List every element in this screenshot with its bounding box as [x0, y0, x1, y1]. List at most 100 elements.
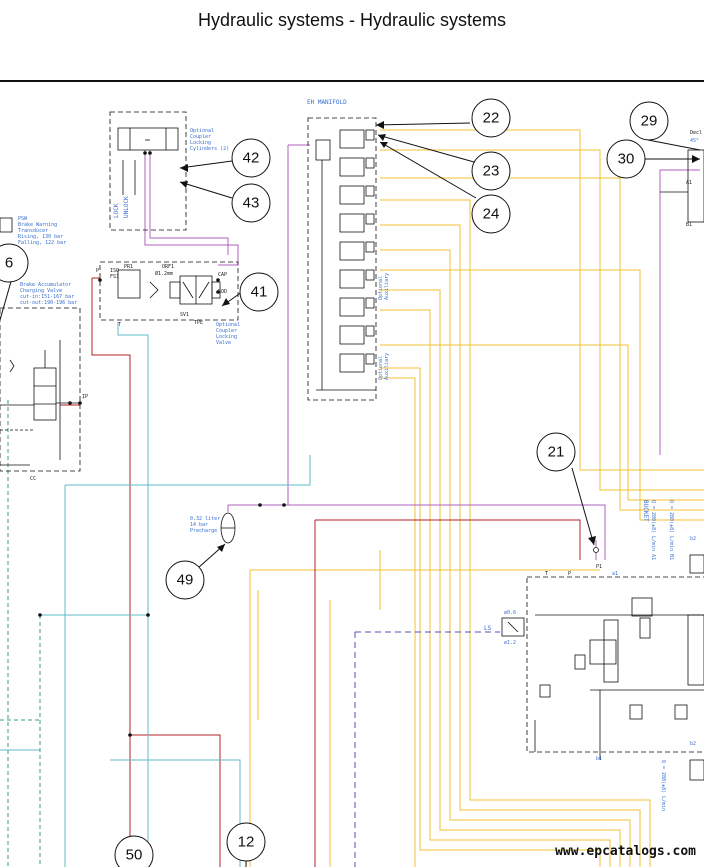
- flow-label-1: Q = 280(±8) L/min A1: [650, 500, 656, 560]
- components: [0, 111, 704, 781]
- valve-label-3: Locking: [216, 334, 237, 340]
- valve-label-2: Coupler: [216, 328, 237, 334]
- accum-label-4: cut-out:190-196 bar: [20, 300, 77, 306]
- callout-42: [231, 138, 271, 178]
- callout-21: [536, 432, 576, 472]
- title-rule: [0, 80, 704, 82]
- aux-label-1a: Optional: [378, 276, 384, 300]
- callouts: [0, 98, 701, 867]
- red-lines: [60, 277, 581, 867]
- aux-label-2a: Auxiliary: [384, 273, 390, 300]
- callout-43: [231, 183, 271, 223]
- blue-dashed-lines: [354, 631, 500, 867]
- accum-label-3: cut-in:151-167 bar: [20, 294, 74, 300]
- sv1-label: SV1: [180, 312, 189, 318]
- watermark: www.epcatalogs.com: [555, 844, 696, 859]
- valve-label-4: Valve: [216, 340, 231, 346]
- manifold-sections: [339, 129, 375, 373]
- b1-port-label: B1: [686, 222, 692, 228]
- callout-43-number: 43: [243, 195, 260, 212]
- pr1-label: PR1: [124, 264, 133, 270]
- accum-ip-label: IP: [82, 394, 88, 400]
- callout-23-number: 23: [483, 163, 500, 180]
- bucket-label: BUCKET: [642, 500, 649, 522]
- acc49-label-2: 14 bar: [190, 522, 208, 528]
- green-dashed-lines: [0, 400, 41, 867]
- lock-label: LOCK: [113, 203, 120, 218]
- valve-label-1: Optional: [216, 322, 240, 328]
- callout-49-number: 49: [177, 572, 194, 589]
- callout-50: [114, 835, 154, 867]
- coupler-cyl-label-4: Cylinders (2): [190, 146, 229, 152]
- brake-label-1: PSW: [18, 216, 28, 222]
- accum-label-2: Charging Valve: [20, 288, 62, 294]
- ls-label: LS: [484, 625, 492, 632]
- callout-22: [471, 98, 511, 138]
- p1-port-label: P1: [596, 564, 602, 570]
- rod-label: ROD: [218, 289, 227, 295]
- coupler-cyl-label-2: Coupler: [190, 134, 211, 140]
- brake-label-3: Transducer: [18, 228, 48, 234]
- iso-label: ISO: [110, 268, 119, 274]
- callout-42-number: 42: [243, 150, 260, 167]
- accum-label-1: Brake Accumulator: [20, 282, 71, 288]
- fs1-label: FS1: [110, 274, 119, 280]
- callout-49: [165, 560, 205, 600]
- callout-30-number: 30: [618, 151, 635, 168]
- p-port-label: P: [568, 571, 571, 577]
- purple-lines: [144, 144, 700, 560]
- flow-label-2: Q = 280(±8) L/min B1: [668, 500, 674, 560]
- flow-label-3: Q = 280(±8) L/min: [660, 760, 666, 811]
- callout-29-number: 29: [641, 113, 658, 130]
- callout-23: [471, 151, 511, 191]
- callout-6-number: 6: [5, 255, 13, 272]
- aux-label-2b: Auxiliary: [384, 353, 390, 380]
- orifice-06-label: ø0.6: [504, 610, 516, 616]
- cyan-lines: [0, 322, 311, 867]
- t-port-label: T: [545, 571, 548, 577]
- aux-label-1b: Optional: [378, 356, 384, 380]
- callout-22-number: 22: [483, 110, 500, 127]
- valve-p-label: P: [96, 268, 99, 274]
- brake-label-2: Brake Warning: [18, 222, 57, 228]
- orf-dia-label: Ø1.2mm: [155, 270, 173, 277]
- callout-24: [471, 194, 511, 234]
- page-title: Hydraulic systems - Hydraulic systems: [197, 10, 507, 30]
- orf1-label: ORF1: [162, 264, 174, 270]
- a1-small-label: a1: [612, 571, 618, 577]
- brake-label-4: Rising, 130 bar: [18, 234, 63, 240]
- tpe-label: TPE: [194, 320, 203, 326]
- unlock-label: UNLOCK: [123, 196, 130, 218]
- brake-label-5: Falling, 122 bar: [18, 240, 66, 246]
- coupler-cyl-label-3: Locking: [190, 140, 211, 146]
- callout-41: [239, 272, 279, 312]
- callout-30: [606, 139, 646, 179]
- yellow-lines: [249, 129, 704, 867]
- a1-port-label: A1: [686, 180, 692, 186]
- arrowheads: [180, 121, 700, 552]
- callout-41-number: 41: [251, 284, 268, 301]
- b2-port-label: b2: [690, 536, 696, 542]
- b1-small-label: b1: [596, 756, 602, 762]
- cylinder-decl-label: Decl: [690, 130, 702, 136]
- callout-24-number: 24: [483, 206, 500, 223]
- accum-cc-label: CC: [30, 476, 36, 482]
- coupler-cyl-label-1: Optional: [190, 128, 214, 134]
- callout-12-number: 12: [238, 834, 255, 851]
- orifice-12-label: ø1.2: [504, 640, 516, 646]
- callout-6: [0, 243, 29, 283]
- cylinder-45-label: 45°: [690, 138, 699, 144]
- eh-manifold-label: EH MANIFOLD: [307, 99, 347, 106]
- acc49-label-3: Precharge: [190, 528, 217, 534]
- cap-label: CAP: [218, 272, 227, 278]
- callout-50-number: 50: [126, 847, 143, 864]
- callout-12: [226, 822, 266, 862]
- junction-dots: [38, 151, 599, 737]
- callout-29: [629, 101, 669, 141]
- b2-small-label: b2: [690, 741, 696, 747]
- callout-numbers: 22 23 24 29 30 42 43 6 41 21 49 50 12: [5, 110, 658, 864]
- callout-21-number: 21: [548, 444, 565, 461]
- valve-t-label: T: [118, 322, 121, 328]
- acc49-label-1: 0.32 liter: [190, 516, 220, 522]
